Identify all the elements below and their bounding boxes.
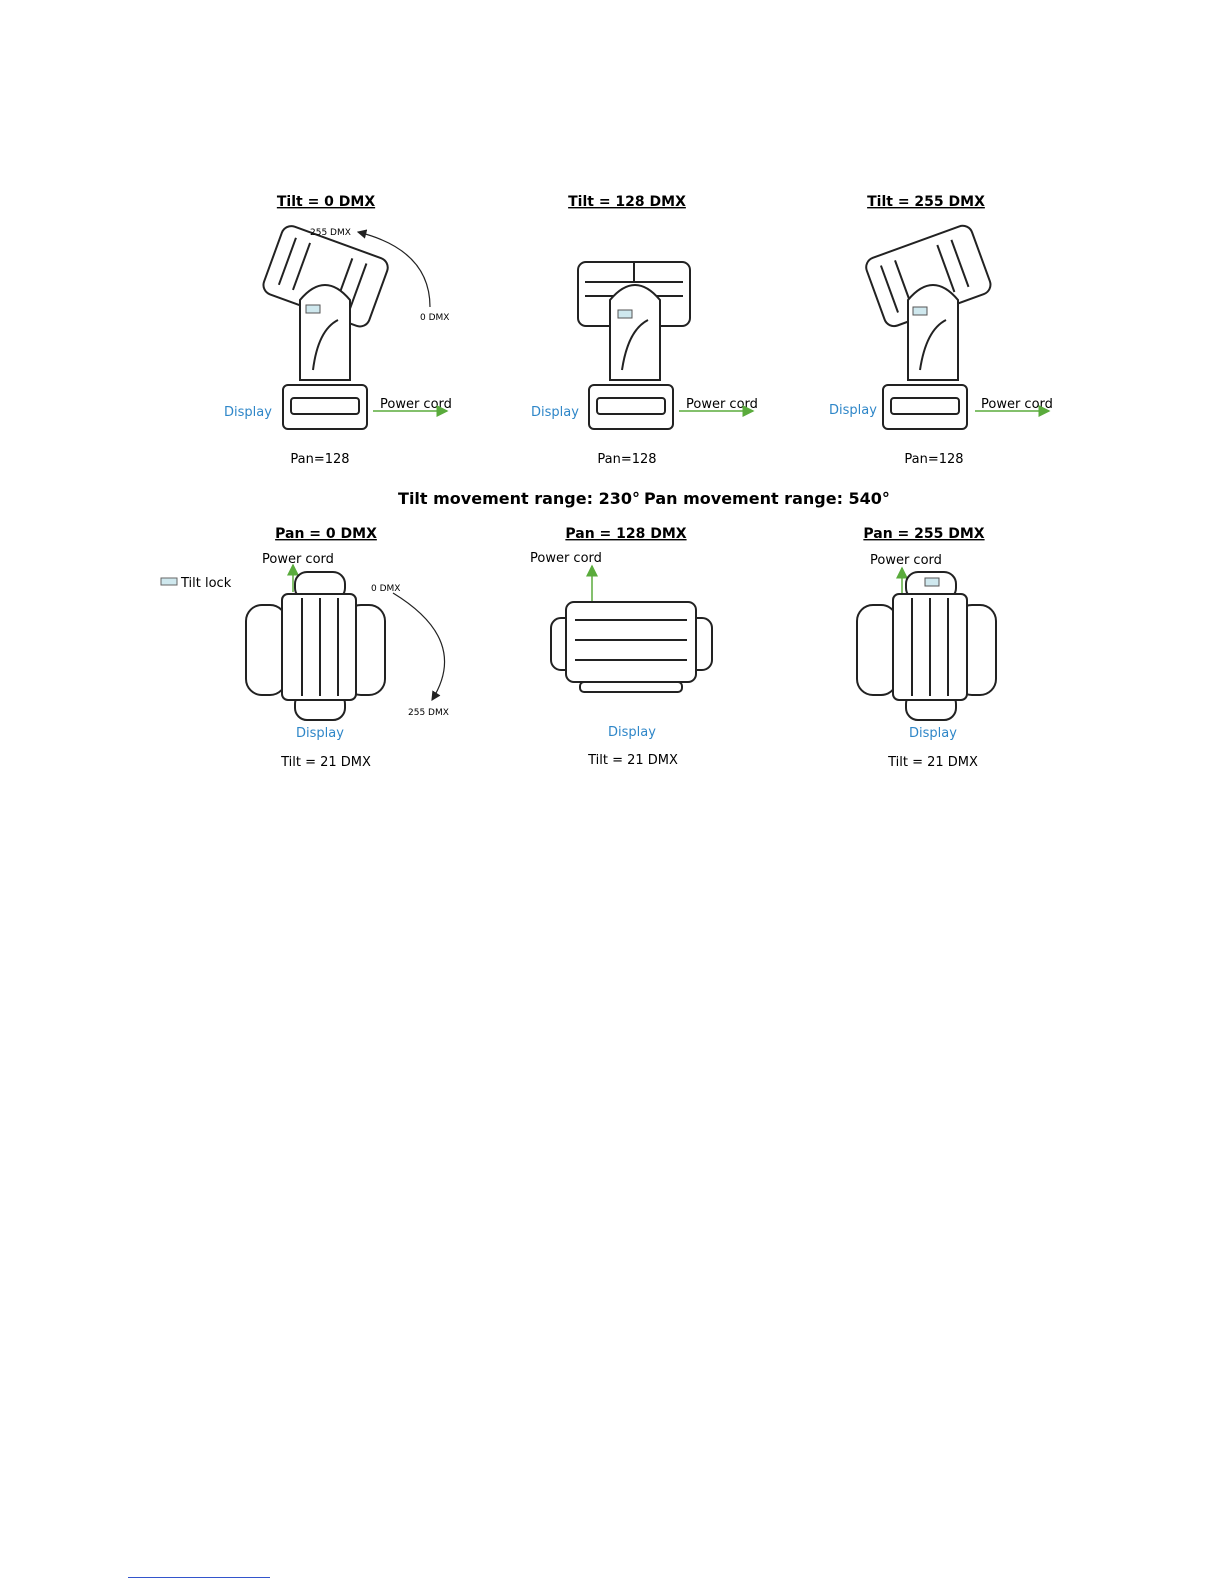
pan-range-text: Pan movement range: 540° <box>644 489 890 508</box>
fixture-yoke <box>907 284 959 381</box>
tilt-lock-icon <box>912 306 928 316</box>
tilt-lock-icon <box>305 304 321 314</box>
panel-title: Tilt = 128 DMX <box>568 194 686 210</box>
pan-arc-arrow <box>392 592 446 702</box>
panel-pan-255: Pan = 255 DMX Power cord Display Tilt = … <box>856 526 997 770</box>
panel-title: Tilt = 0 DMX <box>277 194 375 210</box>
tilt-lock-label: Tilt lock <box>180 576 232 591</box>
power-cord-label: Power cord <box>380 397 452 412</box>
fixture-yoke <box>299 284 351 381</box>
panel-pan-128: Pan = 128 DMX Power cord Display Tilt = … <box>530 526 713 768</box>
tilt-lock-swatch <box>160 577 178 586</box>
display-label: Display <box>909 726 957 741</box>
panel-title: Pan = 255 DMX <box>863 526 984 542</box>
display-label: Display <box>531 405 579 420</box>
tilt-lock-icon <box>617 309 633 319</box>
arc-start-label: 255 DMX <box>310 228 351 238</box>
panel-caption: Pan=128 <box>904 452 963 467</box>
power-cord-label: Power cord <box>870 553 942 568</box>
panel-caption: Tilt = 21 DMX <box>887 755 978 770</box>
power-cord-label: Power cord <box>981 397 1053 412</box>
display-label: Display <box>296 726 344 741</box>
display-label: Display <box>829 403 877 418</box>
display-label: Display <box>224 405 272 420</box>
panel-tilt-128: Tilt = 128 DMX Display Power cord Pan=12… <box>531 194 758 467</box>
power-cord-label: Power cord <box>686 397 758 412</box>
fixture-top-view <box>245 571 386 721</box>
fixture-top-view <box>856 571 997 721</box>
fixture-base <box>882 384 968 430</box>
tilt-arc-arrow <box>356 229 431 308</box>
panel-title: Pan = 0 DMX <box>275 526 377 542</box>
fixture-base <box>282 384 368 430</box>
panel-tilt-255: Tilt = 255 DMX Display Power cord Pan=12… <box>829 194 1053 467</box>
panel-title: Pan = 128 DMX <box>565 526 686 542</box>
panel-caption: Tilt = 21 DMX <box>587 753 678 768</box>
panel-caption: Tilt = 21 DMX <box>280 755 371 770</box>
footnote-rule <box>128 1577 270 1578</box>
power-cord-label: Power cord <box>530 551 602 566</box>
arc-start-label: 0 DMX <box>371 584 400 594</box>
tilt-lock-icon <box>924 577 940 587</box>
arc-end-label: 255 DMX <box>408 708 449 718</box>
panel-pan-0: Pan = 0 DMX Power cord 0 DMX 255 DMX Dis… <box>245 526 449 770</box>
display-label: Display <box>608 725 656 740</box>
fixture-base <box>588 384 674 430</box>
panel-tilt-0: Tilt = 0 DMX 255 DMX 0 DMX Display Power… <box>224 194 452 467</box>
fixture-top-view <box>550 601 713 693</box>
fixture-yoke <box>609 284 661 381</box>
panel-caption: Pan=128 <box>597 452 656 467</box>
fixture-head <box>262 225 389 328</box>
power-cord-label: Power cord <box>262 552 334 567</box>
panel-title: Tilt = 255 DMX <box>867 194 985 210</box>
arc-end-label: 0 DMX <box>420 313 449 323</box>
panel-caption: Pan=128 <box>290 452 349 467</box>
tilt-lock-legend: Tilt lock <box>160 576 232 591</box>
tilt-range-text: Tilt movement range: 230° <box>398 489 640 508</box>
